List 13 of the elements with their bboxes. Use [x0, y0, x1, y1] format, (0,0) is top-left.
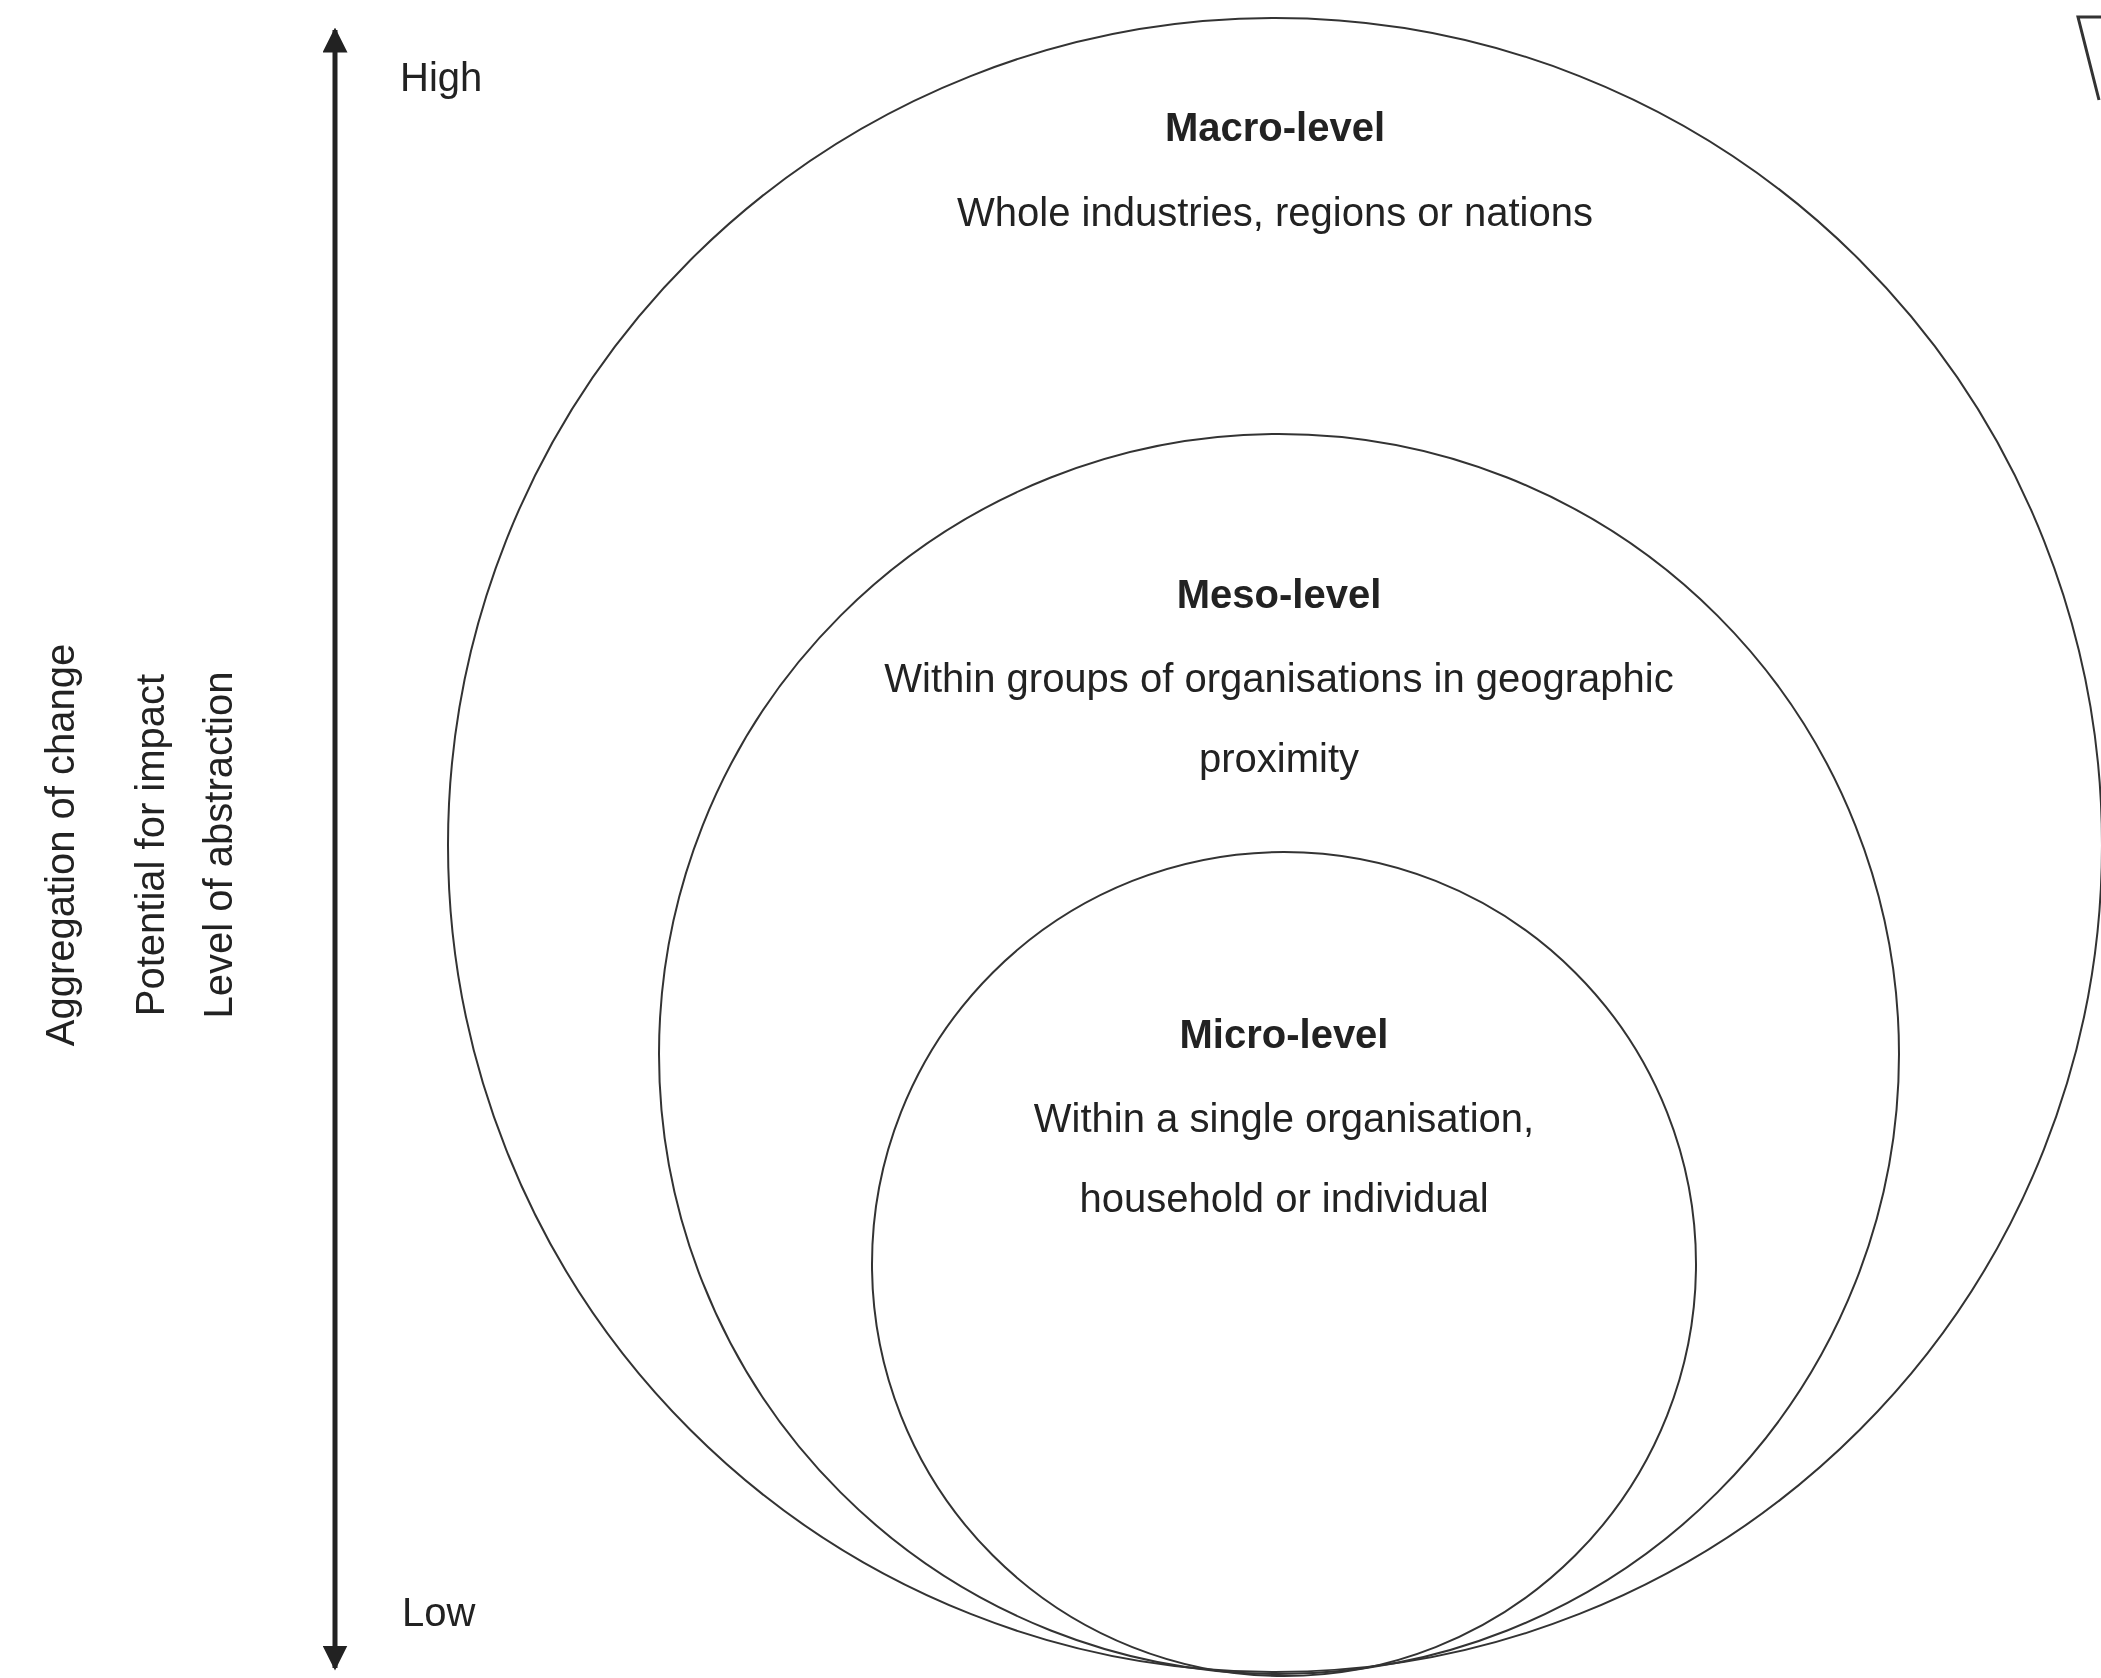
level-description: Within a single organisation, household or individual	[1032, 1095, 1536, 1222]
level-description: Within groups of organisations in geographic proximity	[883, 655, 1675, 782]
axis-title: Potential for impact	[127, 673, 173, 1017]
axis-title: Aggregation of change	[37, 643, 83, 1047]
scale-end-label: Low	[402, 1590, 476, 1635]
level-title: Macro-level	[1164, 104, 1386, 151]
level-title: Micro-level	[1179, 1011, 1389, 1058]
level-circle	[871, 851, 1697, 1677]
scale-end-label: High	[400, 55, 483, 100]
level-title: Meso-level	[1176, 571, 1382, 618]
axis-title: Level of abstraction	[195, 671, 241, 1019]
level-description: Whole industries, regions or nations	[956, 189, 1594, 236]
level-circle	[658, 433, 1900, 1675]
